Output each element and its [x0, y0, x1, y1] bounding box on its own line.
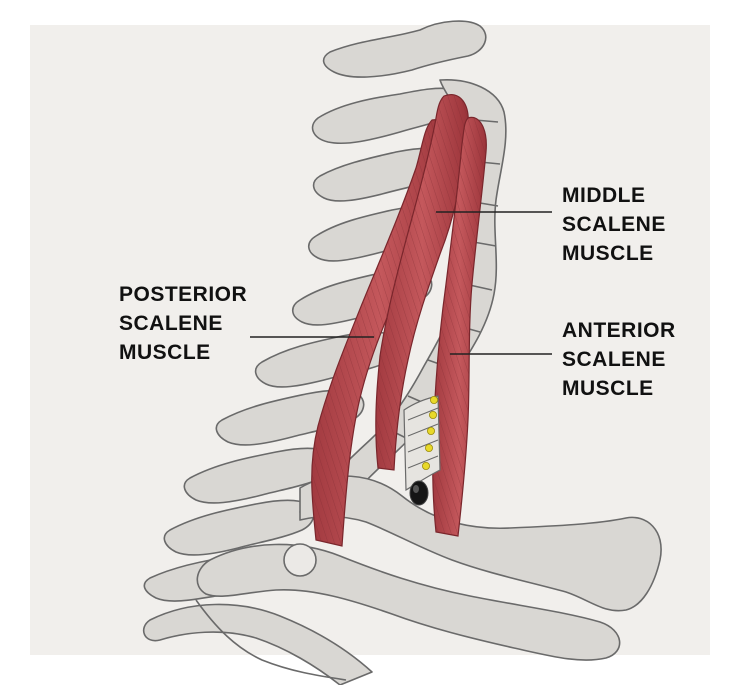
- posterior-label-line3: MUSCLE: [119, 341, 211, 364]
- vertebra-c1: [322, 20, 487, 78]
- rib-cage-illustration: [142, 475, 662, 685]
- rib-head-circle: [283, 543, 317, 577]
- posterior-label-line2: SCALENE: [119, 312, 223, 335]
- scalene-muscles: [311, 94, 487, 547]
- subclavian-vessel: [409, 480, 429, 506]
- anterior-label-line3: MUSCLE: [562, 377, 654, 400]
- nerve-dot-1: [429, 395, 438, 404]
- lower-rib-arc: [142, 603, 373, 685]
- middle-label-line1: MIDDLE: [562, 184, 646, 207]
- anterior-scalene-label: ANTERIOR SCALENE MUSCLE: [562, 316, 676, 403]
- posterior-label-line1: POSTERIOR: [119, 283, 248, 306]
- brachial-plexus-illustration: [403, 395, 441, 506]
- middle-label-line2: SCALENE: [562, 213, 666, 236]
- nerve-dot-2: [428, 410, 437, 419]
- nerve-dot-5: [421, 461, 430, 470]
- anterior-label-line2: SCALENE: [562, 348, 666, 371]
- middle-label-line3: MUSCLE: [562, 242, 654, 265]
- nerve-dot-4: [424, 443, 433, 452]
- anterior-label-line1: ANTERIOR: [562, 319, 676, 342]
- nerve-dot-3: [426, 426, 435, 435]
- posterior-scalene-label: POSTERIOR SCALENE MUSCLE: [119, 280, 247, 367]
- leader-lines: [250, 211, 552, 355]
- middle-scalene-label: MIDDLE SCALENE MUSCLE: [562, 181, 666, 268]
- vertebra-t2: [163, 499, 315, 556]
- shoulder-blade-edge: [195, 599, 347, 681]
